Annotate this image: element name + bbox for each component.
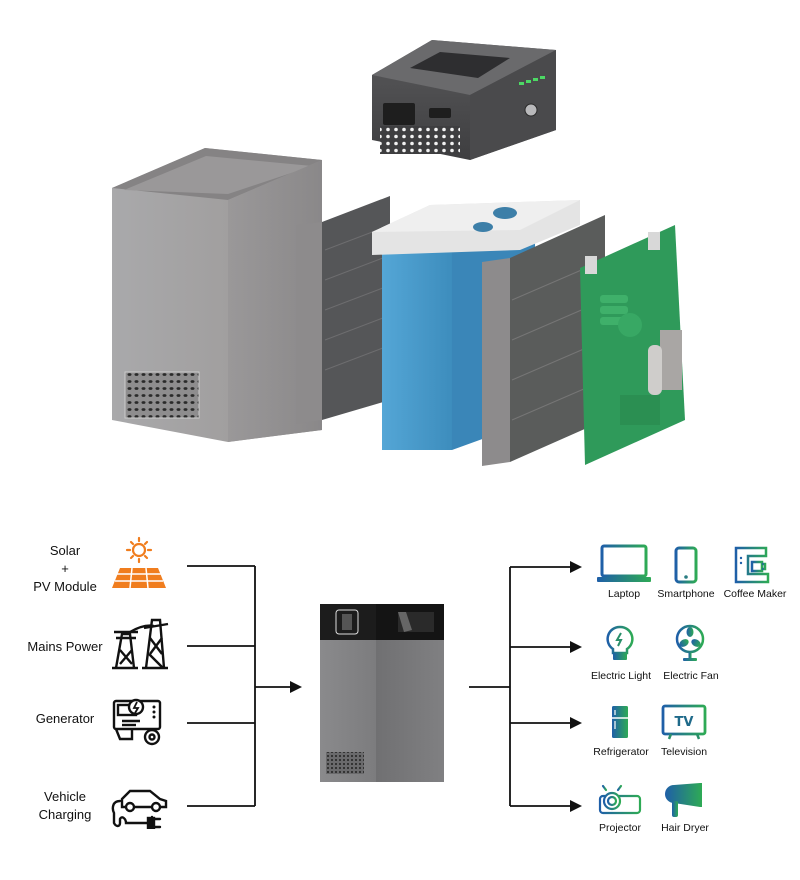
projector-icon bbox=[598, 781, 642, 819]
solar-panel-icon bbox=[112, 536, 166, 589]
output-label: Refrigerator bbox=[593, 746, 649, 758]
top-control-module bbox=[372, 40, 556, 160]
output-label: Electric Fan bbox=[663, 670, 719, 682]
input-label-line: Vehicle bbox=[44, 789, 86, 804]
input-label-vehicle: Vehicle Charging bbox=[20, 788, 110, 824]
ev-charging-icon bbox=[111, 789, 168, 829]
output-label: Electric Light bbox=[590, 670, 652, 682]
laptop-icon bbox=[597, 544, 651, 582]
power-station-unit bbox=[320, 604, 444, 782]
fan-icon bbox=[675, 624, 705, 661]
coffee-maker-icon bbox=[734, 546, 770, 584]
hair-dryer-icon bbox=[665, 783, 702, 817]
arrow-head-icon bbox=[570, 800, 582, 812]
output-label: Smartphone bbox=[657, 588, 715, 600]
smartphone-icon bbox=[674, 546, 698, 584]
power-button-icon bbox=[524, 103, 538, 117]
arrow-head-icon bbox=[570, 561, 582, 573]
input-label-solar: Solar + PV Module bbox=[20, 542, 110, 596]
input-label-line: Charging bbox=[38, 807, 92, 822]
output-label: Hair Dryer bbox=[661, 822, 709, 834]
arrow-head-icon bbox=[570, 717, 582, 729]
arrow-head-icon bbox=[570, 641, 582, 653]
output-label: Laptop bbox=[607, 588, 641, 600]
television-icon: TV bbox=[661, 704, 707, 740]
output-label: Coffee Maker bbox=[723, 588, 787, 600]
status-leds bbox=[519, 76, 545, 85]
refrigerator-icon bbox=[612, 706, 628, 738]
input-label-line: PV Module bbox=[33, 579, 97, 594]
exploded-view bbox=[112, 40, 685, 466]
input-label-line: Generator bbox=[35, 711, 95, 726]
input-label-line: Mains Power bbox=[27, 639, 103, 654]
generator-icon bbox=[112, 698, 162, 746]
light-bulb-icon bbox=[606, 625, 634, 660]
output-label: Television bbox=[660, 746, 708, 758]
circuit-board bbox=[580, 225, 685, 465]
input-label-line: Solar bbox=[49, 543, 81, 558]
tv-icon-text: TV bbox=[675, 715, 694, 730]
power-tower-icon bbox=[112, 618, 169, 670]
arrow-head-icon bbox=[290, 681, 302, 693]
input-label-mains: Mains Power bbox=[15, 638, 115, 656]
enclosure-shell bbox=[112, 148, 322, 442]
input-label-generator: Generator bbox=[20, 710, 110, 728]
output-label: Projector bbox=[598, 822, 641, 834]
ac-outlet-icon bbox=[342, 614, 352, 630]
input-label-line: + bbox=[61, 561, 69, 576]
